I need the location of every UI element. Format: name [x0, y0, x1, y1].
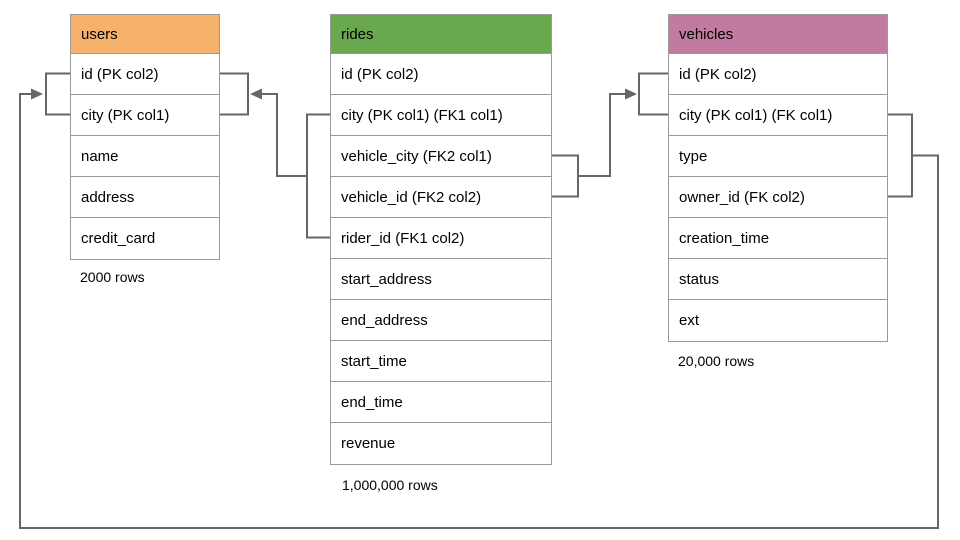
table-row: ext [669, 300, 887, 341]
table-row: id (PK col2) [331, 54, 551, 95]
table-row: name [71, 136, 219, 177]
table-row: address [71, 177, 219, 218]
users-table-header: users [71, 15, 219, 54]
table-row: status [669, 259, 887, 300]
rides-row-count: 1,000,000 rows [342, 477, 438, 493]
table-row: city (PK col1) [71, 95, 219, 136]
vehicles-table-header: vehicles [669, 15, 887, 54]
vehicles-table: vehicles id (PK col2) city (PK col1) (FK… [668, 14, 888, 342]
fk2-arrowhead-icon [625, 88, 637, 100]
users-row-count: 2000 rows [80, 269, 145, 285]
table-row: city (PK col1) (FK1 col1) [331, 95, 551, 136]
table-row: id (PK col2) [71, 54, 219, 95]
users-table: users id (PK col2) city (PK col1) name a… [70, 14, 220, 260]
table-row: city (PK col1) (FK col1) [669, 95, 887, 136]
table-row: type [669, 136, 887, 177]
fk-arrowhead-icon [31, 88, 43, 100]
table-row: end_address [331, 300, 551, 341]
table-row: vehicle_city (FK2 col1) [331, 136, 551, 177]
table-row: id (PK col2) [669, 54, 887, 95]
table-row: end_time [331, 382, 551, 423]
table-row: owner_id (FK col2) [669, 177, 887, 218]
rides-table: rides id (PK col2) city (PK col1) (FK1 c… [330, 14, 552, 465]
table-row: start_address [331, 259, 551, 300]
vehicles-row-count: 20,000 rows [678, 353, 755, 369]
table-row: vehicle_id (FK2 col2) [331, 177, 551, 218]
table-row: creation_time [669, 218, 887, 259]
fk1-connector-rides-to-users [220, 72, 330, 239]
table-row: start_time [331, 341, 551, 382]
rides-table-header: rides [331, 15, 551, 54]
table-row: rider_id (FK1 col2) [331, 218, 551, 259]
fk2-connector-rides-to-vehicles [552, 72, 668, 198]
table-row: credit_card [71, 218, 219, 259]
fk1-arrowhead-icon [250, 88, 262, 100]
table-row: revenue [331, 423, 551, 464]
